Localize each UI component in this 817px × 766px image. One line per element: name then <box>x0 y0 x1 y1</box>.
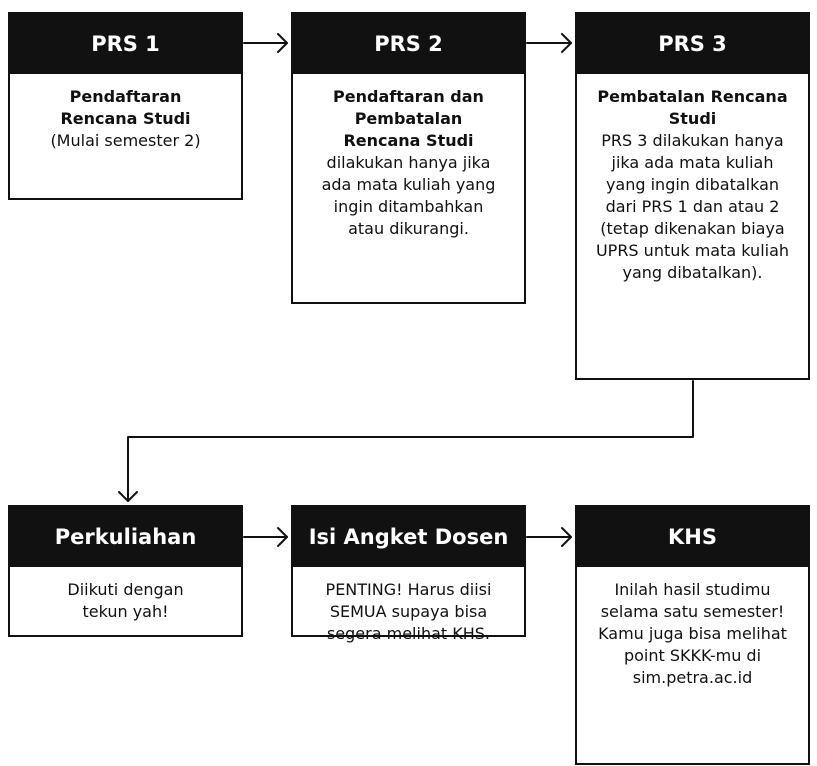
angket-body: PENTING! Harus diisi SEMUA supaya bisa s… <box>293 567 524 645</box>
arrow-perkuliahan-angket-head <box>277 527 288 547</box>
khs-body: Inilah hasil studimu selama satu semeste… <box>577 567 808 689</box>
angket-box: Isi Angket Dosen PENTING! Harus diisi SE… <box>291 505 526 643</box>
prs2-bold: Pendaftaran dan Pembatalan Rencana Studi <box>333 87 484 150</box>
prs1-text: (Mulai semester 2) <box>50 131 201 150</box>
prs1-title: PRS 1 <box>10 14 241 74</box>
prs3-body: Pembatalan Rencana Studi PRS 3 dilakukan… <box>577 74 808 284</box>
prs2-body: Pendaftaran dan Pembatalan Rencana Studi… <box>293 74 524 240</box>
prs3-bold: Pembatalan Rencana Studi <box>597 87 788 128</box>
khs-box: KHS Inilah hasil studimu selama satu sem… <box>575 505 810 765</box>
angket-title: Isi Angket Dosen <box>293 507 524 567</box>
prs1-box: PRS 1 Pendaftaran Rencana Studi (Mulai s… <box>8 12 243 200</box>
arrow-prs2-prs3-head <box>561 33 572 53</box>
khs-text: Inilah hasil studimu selama satu semeste… <box>598 580 787 687</box>
prs3-box: PRS 3 Pembatalan Rencana Studi PRS 3 dil… <box>575 12 810 380</box>
prs1-bold: Pendaftaran Rencana Studi <box>60 87 191 128</box>
prs1-body: Pendaftaran Rencana Studi (Mulai semeste… <box>10 74 241 152</box>
angket-text: PENTING! Harus diisi SEMUA supaya bisa s… <box>325 580 492 643</box>
perkuliahan-box: Perkuliahan Diikuti dengan tekun yah! <box>8 505 243 637</box>
arrow-prs1-prs2-head <box>277 33 288 53</box>
prs2-box: PRS 2 Pendaftaran dan Pembatalan Rencana… <box>291 12 526 304</box>
perkuliahan-title: Perkuliahan <box>10 507 241 567</box>
perkuliahan-text: Diikuti dengan tekun yah! <box>67 580 184 621</box>
khs-title: KHS <box>577 507 808 567</box>
arrow-angket-khs-head <box>561 527 572 547</box>
prs2-title: PRS 2 <box>293 14 524 74</box>
perkuliahan-body: Diikuti dengan tekun yah! <box>10 567 241 623</box>
connector-down-head <box>118 491 138 502</box>
prs3-text: PRS 3 dilakukan hanya jika ada mata kuli… <box>595 131 790 282</box>
prs2-text: dilakukan hanya jika ada mata kuliah yan… <box>321 153 496 238</box>
connector-prs3-perkuliahan <box>127 380 694 502</box>
prs3-title: PRS 3 <box>577 14 808 74</box>
